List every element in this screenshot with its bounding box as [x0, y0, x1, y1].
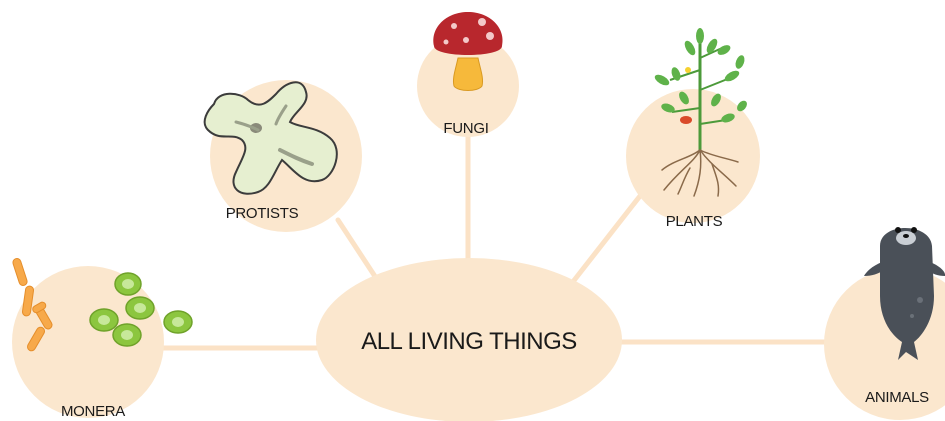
node-label-fungi: FUNGI	[443, 120, 488, 137]
connector-protists	[338, 220, 380, 284]
node-label-protists: PROTISTS	[226, 205, 299, 222]
connector-plants	[572, 196, 640, 283]
node-label-animals: ANIMALS	[865, 389, 929, 406]
center-label: ALL LIVING THINGS	[361, 328, 577, 355]
node-label-monera: MONERA	[61, 403, 125, 420]
node-label-plants: PLANTS	[666, 213, 723, 230]
